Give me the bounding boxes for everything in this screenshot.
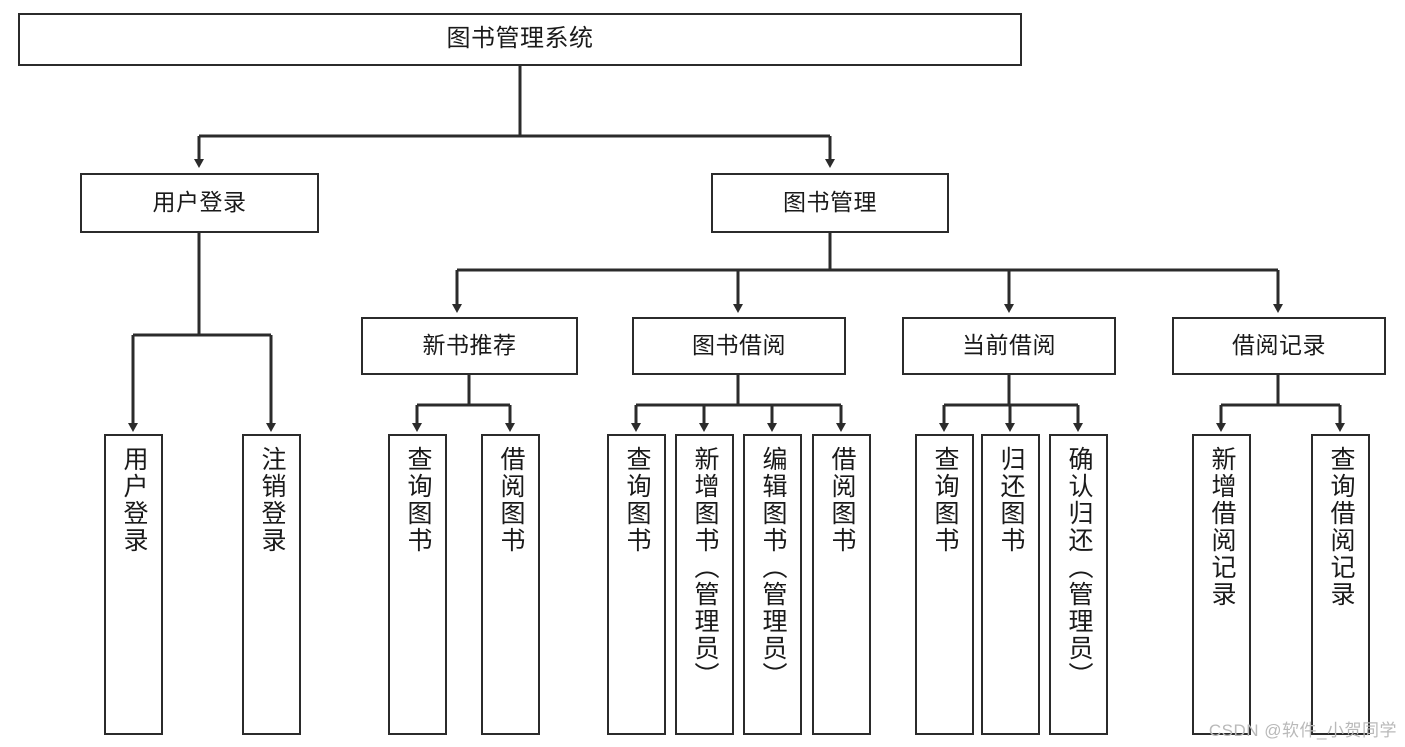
- node-label: 图书管理系统: [446, 25, 594, 53]
- leaf-borrow-add-book-admin[interactable]: 新增图书（管理员）: [675, 434, 734, 735]
- node-borrow-record[interactable]: 借阅记录: [1172, 317, 1386, 375]
- node-label: 新增借阅记录: [1208, 446, 1236, 608]
- node-label: 借阅图书: [497, 446, 525, 554]
- node-label: 新书推荐: [422, 332, 517, 359]
- node-label: 查询借阅记录: [1327, 446, 1355, 608]
- leaf-current-query-book[interactable]: 查询图书: [915, 434, 974, 735]
- node-label: 借阅图书: [828, 446, 856, 554]
- node-label: 查询图书: [931, 446, 959, 554]
- leaf-borrow-edit-book-admin[interactable]: 编辑图书（管理员）: [743, 434, 802, 735]
- node-new-book-recommend[interactable]: 新书推荐: [361, 317, 578, 375]
- node-user-login[interactable]: 用户登录: [80, 173, 319, 233]
- node-book-borrow[interactable]: 图书借阅: [632, 317, 846, 375]
- node-current-borrow[interactable]: 当前借阅: [902, 317, 1116, 375]
- node-label: 查询图书: [623, 446, 651, 554]
- node-label: 当前借阅: [962, 332, 1056, 359]
- leaf-current-confirm-return-admin[interactable]: 确认归还（管理员）: [1049, 434, 1108, 735]
- node-label: 查询图书: [404, 446, 432, 554]
- node-label: 图书管理: [783, 189, 877, 216]
- node-root-book-management-system[interactable]: 图书管理系统: [18, 13, 1022, 66]
- leaf-logout[interactable]: 注销登录: [242, 434, 301, 735]
- node-book-management[interactable]: 图书管理: [711, 173, 949, 233]
- leaf-new-book-borrow-book[interactable]: 借阅图书: [481, 434, 540, 735]
- node-label: 归还图书: [997, 446, 1025, 554]
- node-label: 编辑图书（管理员）: [759, 446, 787, 689]
- node-label: 确认归还（管理员）: [1065, 446, 1093, 689]
- node-label: 新增图书（管理员）: [691, 446, 719, 689]
- leaf-new-book-query-book[interactable]: 查询图书: [388, 434, 447, 735]
- node-label: 用户登录: [120, 446, 148, 554]
- leaf-borrow-borrow-book[interactable]: 借阅图书: [812, 434, 871, 735]
- leaf-borrow-query-book[interactable]: 查询图书: [607, 434, 666, 735]
- leaf-record-add-record[interactable]: 新增借阅记录: [1192, 434, 1251, 735]
- leaf-user-login[interactable]: 用户登录: [104, 434, 163, 735]
- leaf-record-query-record[interactable]: 查询借阅记录: [1311, 434, 1370, 735]
- node-label: 借阅记录: [1232, 332, 1326, 359]
- node-label: 用户登录: [152, 189, 247, 216]
- node-label: 注销登录: [258, 446, 286, 554]
- watermark-text: CSDN @软件_小贺同学: [1208, 721, 1397, 740]
- node-label: 图书借阅: [692, 332, 786, 359]
- leaf-current-return-book[interactable]: 归还图书: [981, 434, 1040, 735]
